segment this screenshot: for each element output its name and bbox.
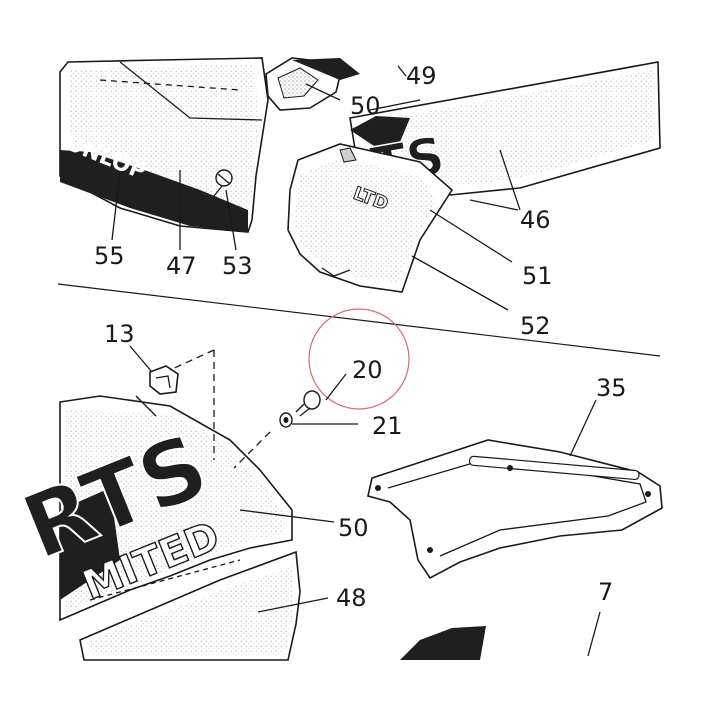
callout-51: 51 bbox=[522, 262, 553, 290]
assembly-dashed-lines bbox=[169, 349, 271, 469]
callout-50-lower: 50 bbox=[338, 514, 369, 542]
callout-20: 20 bbox=[352, 356, 383, 384]
callout-47: 47 bbox=[166, 252, 197, 280]
callout-35: 35 bbox=[596, 374, 627, 402]
bolt-50-upper bbox=[265, 57, 360, 111]
callout-53: 53 bbox=[222, 252, 253, 280]
washer-21 bbox=[279, 412, 293, 428]
callout-52: 52 bbox=[520, 312, 551, 340]
part-7-shape bbox=[400, 626, 486, 660]
bracket-35 bbox=[367, 439, 663, 580]
fuel-tank-cover bbox=[349, 61, 661, 197]
callout-13: 13 bbox=[104, 320, 135, 348]
callout-50-upper: 50 bbox=[350, 92, 381, 120]
callout-48: 48 bbox=[336, 584, 367, 612]
callout-21: 21 bbox=[372, 412, 403, 440]
screw-20 bbox=[295, 390, 321, 417]
callout-46: 46 bbox=[520, 206, 551, 234]
lower-panel-48 bbox=[79, 550, 301, 661]
highlight-circle bbox=[308, 308, 410, 410]
tail-panel-52: LTD bbox=[287, 143, 454, 293]
leader-lines bbox=[111, 65, 601, 657]
section-divider-line bbox=[57, 283, 661, 357]
callout-49: 49 bbox=[406, 62, 437, 90]
callout-7: 7 bbox=[598, 578, 613, 606]
clip-53 bbox=[213, 169, 233, 197]
rts-decal-lower: RTS MITED bbox=[8, 413, 226, 610]
callout-labels: 49 50 46 51 52 55 47 53 13 20 21 35 50 4… bbox=[94, 62, 627, 612]
callout-55: 55 bbox=[94, 242, 125, 270]
clip-13 bbox=[149, 365, 179, 395]
lower-left-fairing bbox=[59, 395, 293, 622]
